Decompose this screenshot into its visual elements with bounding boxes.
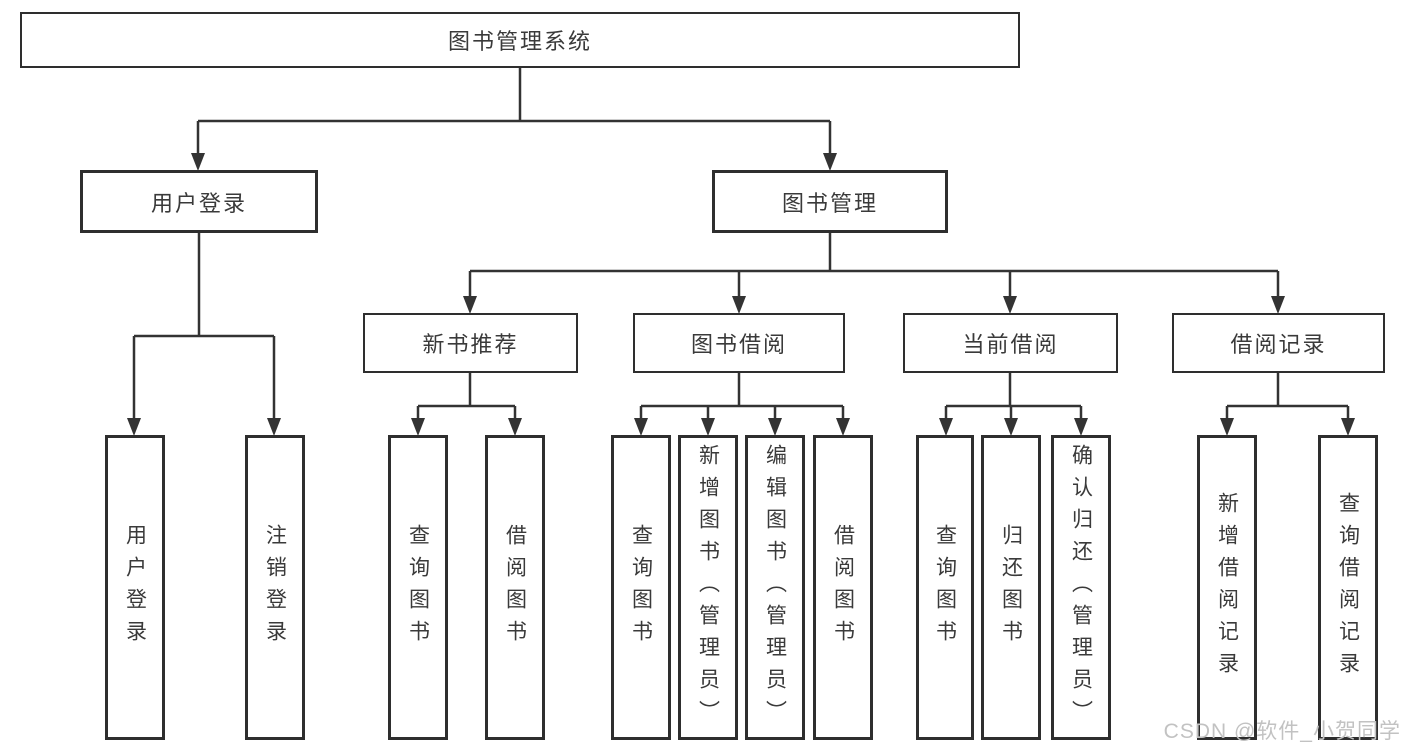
leaf-add-borrow-record: 新增借阅记录: [1197, 435, 1257, 740]
node-new-book-recommendation: 新书推荐: [363, 313, 578, 373]
csdn-watermark: CSDN @软件_小贺同学: [1163, 720, 1401, 743]
connector-current-borrowing: [939, 373, 1088, 436]
leaf-label: 借阅图书: [831, 523, 855, 652]
connector-root: [191, 68, 837, 171]
leaf-add-books-admin: 新增图书（管理员）: [678, 435, 738, 740]
connector-new-book-recommendation: [411, 373, 522, 436]
leaf-label: 查询图书: [933, 523, 957, 652]
leaf-logout: 注销登录: [245, 435, 305, 740]
node-user-login: 用户登录: [80, 170, 318, 233]
node-book-management: 图书管理: [712, 170, 948, 233]
leaf-label: 借阅图书: [503, 523, 527, 652]
leaf-label: 归还图书: [999, 523, 1023, 652]
connector-book-borrowing: [634, 373, 850, 436]
node-current-borrowing: 当前借阅: [903, 313, 1118, 373]
leaf-label: 新增图书（管理员）: [696, 443, 720, 732]
leaf-query-books-current: 查询图书: [916, 435, 974, 740]
leaf-edit-books-admin: 编辑图书（管理员）: [745, 435, 805, 740]
connector-borrowing-records: [1220, 373, 1355, 436]
leaf-borrow-books-borrowing: 借阅图书: [813, 435, 873, 740]
leaf-label: 新增借阅记录: [1215, 491, 1239, 684]
leaf-label: 注销登录: [263, 523, 287, 652]
leaf-query-borrow-record: 查询借阅记录: [1318, 435, 1378, 740]
leaf-user-login: 用户登录: [105, 435, 165, 740]
connector-user-login: [127, 233, 281, 436]
leaf-label: 查询图书: [629, 523, 653, 652]
leaf-query-books-borrowing: 查询图书: [611, 435, 671, 740]
leaf-label: 编辑图书（管理员）: [763, 443, 787, 732]
node-borrowing-records: 借阅记录: [1172, 313, 1385, 373]
leaf-label: 查询图书: [406, 523, 430, 652]
leaf-return-books: 归还图书: [981, 435, 1041, 740]
leaf-label: 确认归还（管理员）: [1069, 443, 1093, 732]
node-book-borrowing: 图书借阅: [633, 313, 845, 373]
connector-book-management: [463, 233, 1285, 314]
leaf-label: 查询借阅记录: [1336, 491, 1360, 684]
leaf-query-books-recommend: 查询图书: [388, 435, 448, 740]
leaf-confirm-return-admin: 确认归还（管理员）: [1051, 435, 1111, 740]
leaf-label: 用户登录: [123, 523, 147, 652]
node-library-management-system: 图书管理系统: [20, 12, 1020, 68]
leaf-borrow-books-recommend: 借阅图书: [485, 435, 545, 740]
